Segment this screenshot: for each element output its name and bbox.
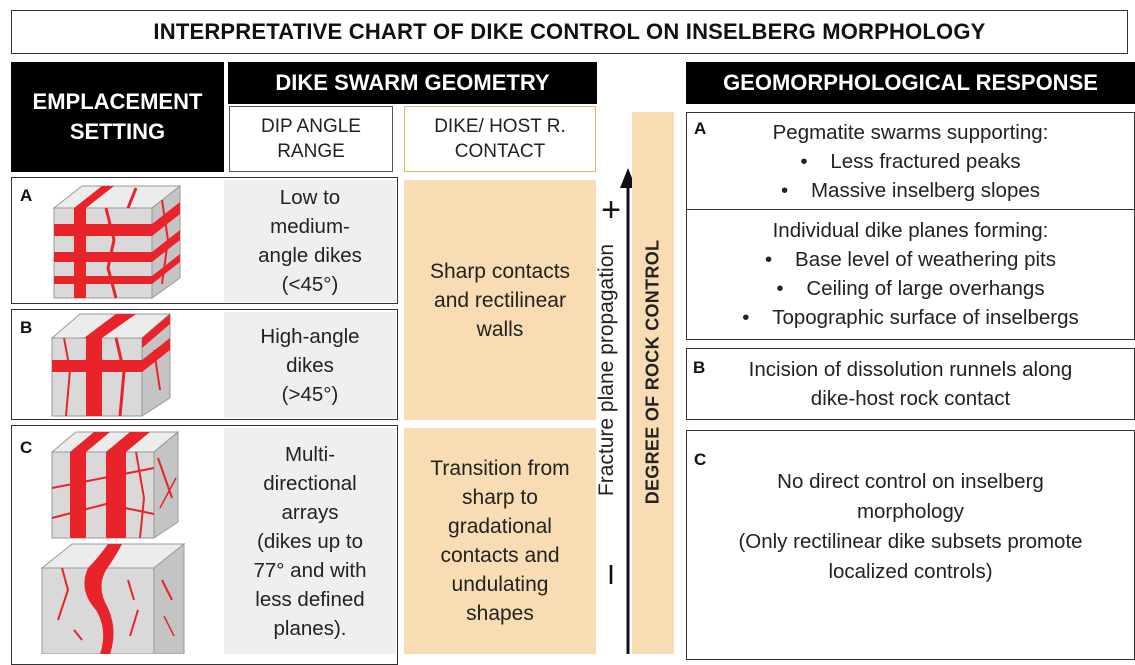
contact-cell-ab: Sharp contacts and rectilinear walls (404, 180, 596, 420)
response-a2-bullet-1: • Base level of weathering pits (686, 245, 1135, 274)
response-a2-bullet-1-text: Base level of weathering pits (795, 248, 1056, 271)
row-b-dip-line1: High-angle (260, 324, 360, 348)
contact-header-line1: DIKE/ HOST R. (434, 116, 566, 137)
bullet-icon: • (780, 179, 789, 202)
contact-c-line5: undulating (451, 573, 549, 596)
plus-sign: + (601, 191, 621, 229)
dip-angle-header-line2: RANGE (277, 141, 345, 162)
row-b-block-diagram (44, 310, 174, 418)
contact-c-line6: shapes (466, 602, 534, 625)
geomorph-header: GEOMORPHOLOGICAL RESPONSE (686, 62, 1135, 104)
response-a1-bullet-2-text: Massive inselberg slopes (810, 179, 1041, 202)
minus-sign: I (607, 559, 615, 590)
row-c-dip-line4: (dikes up to (257, 529, 363, 553)
contact-ab-line1: Sharp contacts (429, 259, 571, 283)
chart-title: INTERPRETATIVE CHART OF DIKE CONTROL ON … (11, 10, 1128, 54)
row-a-dip-range: Low to medium- angle dikes (<45°) (224, 180, 396, 302)
response-a-letter: A (694, 119, 707, 138)
row-c-dip-line3: arrays (281, 500, 339, 524)
row-a-dip-line1: Low to (279, 186, 341, 209)
response-a2-heading: Individual dike planes forming: (772, 219, 1049, 242)
row-c-dip-line2: directional (263, 471, 357, 495)
emplacement-header-line1: EMPLACEMENT (32, 89, 203, 114)
contact-header: DIKE/ HOST R. CONTACT (404, 106, 596, 172)
contact-c-line1: Transition from (430, 457, 570, 480)
response-c-line2: morphology (856, 500, 965, 523)
propagation-label-wrap: Fracture plane propagation (592, 190, 622, 550)
bullet-icon: • (765, 248, 773, 271)
emplacement-header: EMPLACEMENT SETTING (11, 62, 224, 172)
degree-bar: DEGREE OF ROCK CONTROL (632, 112, 674, 654)
bullet-icon: • (800, 150, 808, 173)
response-c-line4: localized controls) (828, 560, 993, 583)
response-b-line2: dike-host rock contact (810, 387, 1011, 410)
dip-angle-header-line1: DIP ANGLE (261, 116, 361, 137)
response-a1-heading: Pegmatite swarms supporting: (772, 121, 1049, 144)
response-a1: Pegmatite swarms supporting: • Less fract… (686, 116, 1135, 208)
bullet-icon: • (742, 306, 750, 329)
degree-label: DEGREE OF ROCK CONTROL (642, 239, 663, 505)
row-c-dip-line6: less defined (255, 587, 365, 611)
response-c: No direct control on inselberg morpholog… (686, 430, 1135, 660)
dike-swarm-header: DIKE SWARM GEOMETRY (228, 62, 597, 104)
contact-c-line2: sharp to (462, 486, 538, 509)
response-b-line1: Incision of dissolution runnels along (748, 358, 1073, 381)
row-c-letter: C (20, 438, 33, 457)
row-c-dip-line7: planes). (273, 616, 347, 640)
propagation-label: Fracture plane propagation (595, 243, 618, 497)
contact-ab-line2: and rectilinear (434, 288, 566, 312)
row-c-dip-line1: Multi- (284, 442, 336, 466)
row-c-dip-range: Multi- directional arrays (dikes up to 7… (224, 428, 396, 654)
contact-c-line3: gradational (448, 515, 552, 538)
response-b-letter: B (693, 358, 706, 377)
response-a2-bullet-3-text: Topographic surface of inselbergs (772, 306, 1079, 329)
response-c-letter: C (694, 450, 707, 469)
response-b: Incision of dissolution runnels along di… (686, 348, 1135, 420)
row-a-dip-line2: medium- (270, 215, 350, 238)
row-a-block-diagram (44, 180, 184, 302)
row-c-block-diagram-bottom (38, 540, 188, 655)
response-a2-bullet-3: • Topographic surface of inselbergs (686, 303, 1135, 332)
response-c-line1: No direct control on inselberg (777, 470, 1044, 493)
response-a1-bullet-1: • Less fractured peaks (686, 147, 1135, 176)
dip-angle-header: DIP ANGLE RANGE (229, 106, 393, 172)
row-c-block-diagram-top (46, 428, 186, 540)
row-b-dip-line2: dikes (286, 353, 334, 377)
response-a2: Individual dike planes forming: • Base le… (686, 214, 1135, 338)
row-b-dip-line3: (>45°) (281, 382, 339, 406)
bullet-icon: • (776, 277, 784, 300)
response-a2-bullet-2-text: Ceiling of large overhangs (806, 277, 1045, 300)
response-a1-bullet-1-text: Less fractured peaks (830, 150, 1021, 173)
contact-header-line2: CONTACT (454, 141, 546, 162)
contact-c-line4: contacts and (440, 544, 560, 567)
row-a-letter: A (20, 186, 33, 205)
response-a1-bullet-2: • Massive inselberg slopes (686, 176, 1135, 205)
row-a-dip-line4: (<45°) (281, 273, 339, 296)
contact-cell-c: Transition from sharp to gradational con… (404, 428, 596, 654)
contact-ab-line3: walls (476, 317, 524, 341)
row-b-dip-range: High-angle dikes (>45°) (224, 312, 396, 418)
row-b-letter: B (20, 318, 33, 337)
response-a2-bullet-2: • Ceiling of large overhangs (686, 274, 1135, 303)
response-c-line3: (Only rectilinear dike subsets promote (738, 530, 1083, 553)
emplacement-header-line2: SETTING (69, 119, 166, 144)
row-a-dip-line3: angle dikes (258, 244, 362, 267)
response-a (686, 112, 1135, 340)
row-c-dip-line5: 77° and with (253, 558, 367, 582)
